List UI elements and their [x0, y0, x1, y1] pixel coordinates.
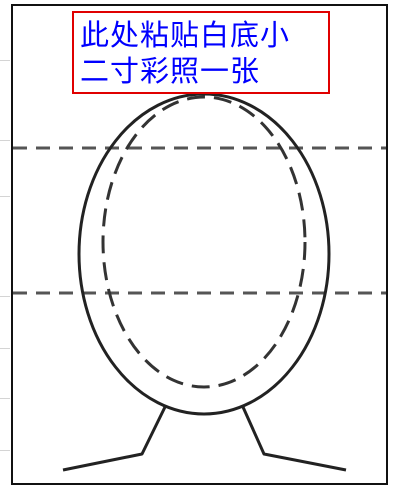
- instruction-line-2: 二寸彩照一张: [80, 54, 261, 88]
- row-header-strip: [0, 0, 10, 488]
- gridline: [0, 450, 10, 451]
- gridline: [0, 140, 10, 141]
- gridline: [0, 296, 10, 297]
- gridline: [0, 398, 10, 399]
- gridline: [0, 348, 10, 349]
- inner-head-outline: [101, 95, 307, 389]
- instruction-line-1: 此处粘贴白底小: [80, 18, 291, 52]
- head-outline-icon: [13, 92, 386, 472]
- left-shoulder-line: [62, 406, 167, 472]
- instruction-label: 此处粘贴白底小 二寸彩照一张: [72, 11, 330, 94]
- outer-head-outline: [77, 92, 331, 416]
- gridline: [0, 60, 10, 61]
- right-shoulder-line: [241, 406, 347, 472]
- gridline: [0, 196, 10, 197]
